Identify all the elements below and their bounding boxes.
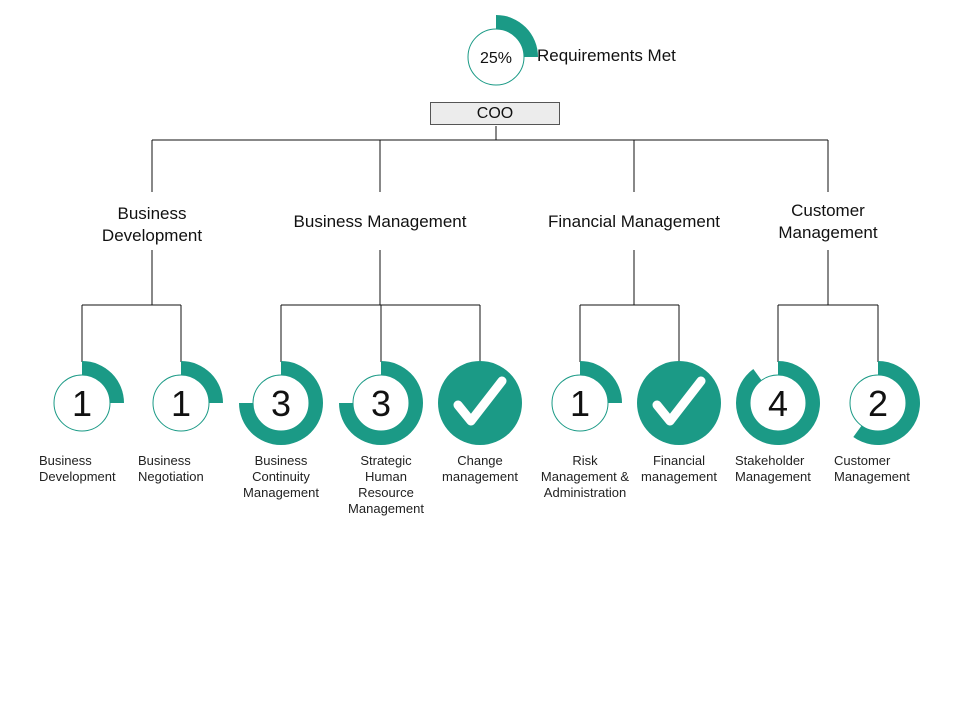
summary-percent: 25% [480, 50, 512, 67]
requirement-ring-8-value: 2 [868, 383, 888, 424]
requirement-label-change-management: Change management [442, 453, 518, 484]
requirement-ring-2-value: 3 [271, 383, 291, 424]
checkmark-icon [652, 376, 706, 426]
requirement-ring-5-inner [551, 374, 609, 432]
requirement-label-strategic-hr: Strategic Human Resource Management [348, 453, 424, 516]
requirement-label-financial-management: Financial management [641, 453, 717, 484]
requirement-label-stakeholder-management: Stakeholder Management [735, 453, 811, 484]
requirement-ring-0-value: 1 [72, 383, 92, 424]
department-business-development: Business Development [101, 204, 203, 245]
requirement-ring-5-value: 1 [570, 383, 590, 424]
requirement-ring-7-value: 4 [768, 383, 788, 424]
requirement-ring-0-inner [53, 374, 111, 432]
coo-label: COO [476, 105, 514, 122]
requirement-ring-2-inner [252, 374, 310, 432]
department-customer-management: Customer Management [778, 201, 878, 242]
requirement-ring-1-inner [152, 374, 210, 432]
requirement-label-business-development: Business Development [39, 453, 116, 484]
requirement-label-risk-management: Risk Management & Administration [540, 453, 630, 500]
requirement-ring-8-inner [849, 374, 907, 432]
requirement-ring-3-value: 3 [371, 383, 391, 424]
department-business-management: Business Management [293, 212, 467, 231]
requirement-ring-3-inner [352, 374, 410, 432]
checkmark-icon [453, 376, 507, 426]
coo-box[interactable]: COO [430, 102, 560, 125]
requirement-ring-7-inner [749, 374, 807, 432]
requirement-label-business-negotiation: Business Negotiation [138, 453, 204, 484]
requirement-ring-1-value: 1 [171, 383, 191, 424]
summary-donut-inner [467, 28, 525, 86]
requirements-met-label: Requirements Met [537, 46, 676, 65]
department-financial-management: Financial Management [548, 212, 720, 231]
requirement-label-customer-management: Customer Management [834, 453, 910, 484]
requirement-label-business-continuity: Business Continuity Management [243, 453, 319, 500]
